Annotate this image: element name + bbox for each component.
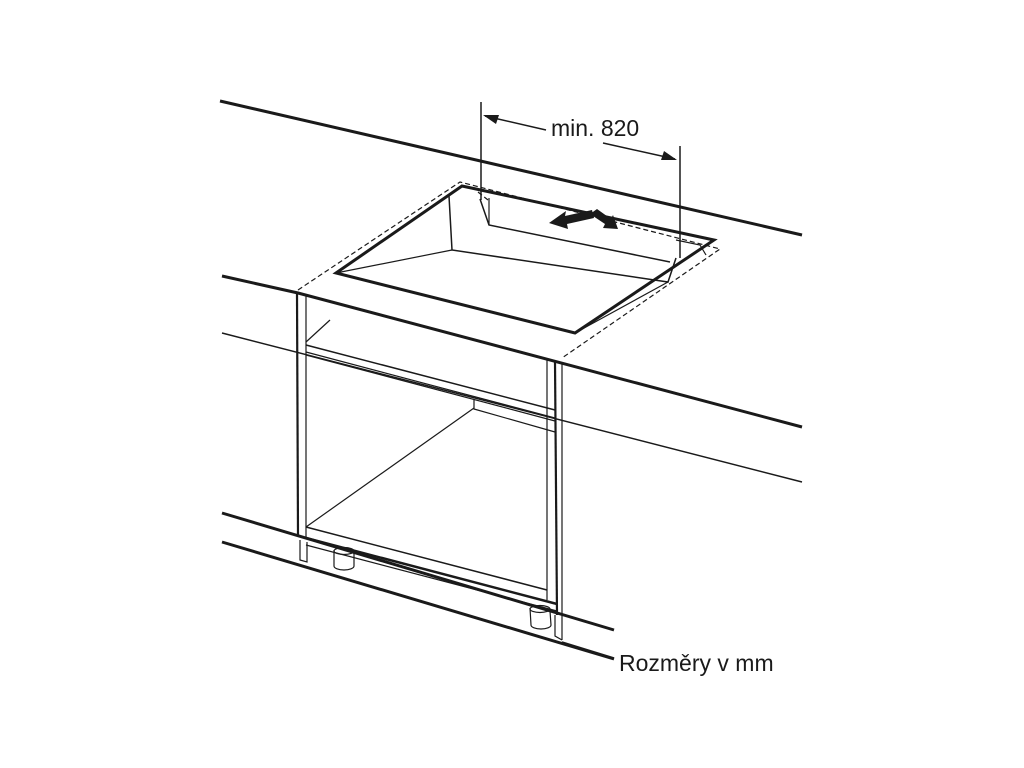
- cabinet-dashed-outline: [297, 181, 722, 359]
- cabinet-shelf-front-bottom: [305, 351, 556, 419]
- cabinet-bottom-front: [305, 526, 548, 591]
- units-note: Rozměry v mm: [619, 650, 774, 676]
- cutout-inner-floor-front: [574, 281, 669, 334]
- cabinet-inner-diagonal: [305, 407, 475, 528]
- worktop-back-edge: [219, 99, 803, 237]
- cabinet-dashed-inner: [477, 191, 489, 201]
- cabinet-left-panel-foot: [297, 535, 307, 539]
- worktop-front-edge: [221, 274, 803, 429]
- units-leader-line: [561, 641, 615, 659]
- cabinet-foot-left: [333, 546, 355, 571]
- airflow-arrow-in-icon: [590, 209, 618, 229]
- cutout-inner-floor-back: [335, 249, 453, 274]
- cabinet-bottom-rail-lower: [305, 544, 558, 612]
- dimension-arrowhead-right: [661, 151, 677, 160]
- cabinet-right-panel-outer: [553, 361, 559, 616]
- cabinet-foot-right: [529, 604, 552, 630]
- cabinet-inner-back: [473, 400, 556, 433]
- cutout-right-notch: [675, 239, 707, 256]
- dimension-label: min. 820: [551, 115, 639, 141]
- cabinet-bottom-rail: [305, 536, 558, 606]
- cabinet-shelf-front-top: [305, 344, 556, 411]
- plinth-bottom-line: [221, 540, 615, 661]
- plinth-left: [299, 540, 308, 563]
- cabinet-shelf-front-shadow: [305, 354, 556, 422]
- cabinet-shelf-back: [305, 319, 331, 343]
- worktop-cutout: [332, 184, 718, 335]
- dimension-arrowhead-left: [483, 115, 499, 124]
- plinth-top-line: [221, 511, 615, 632]
- airflow-arrow-out-icon: [549, 210, 594, 229]
- cutout-rear-ledge: [479, 198, 671, 263]
- cabinet-left-panel-outer: [295, 292, 300, 537]
- cutout-inner-wall-left: [448, 195, 677, 283]
- plinth-right: [554, 615, 563, 641]
